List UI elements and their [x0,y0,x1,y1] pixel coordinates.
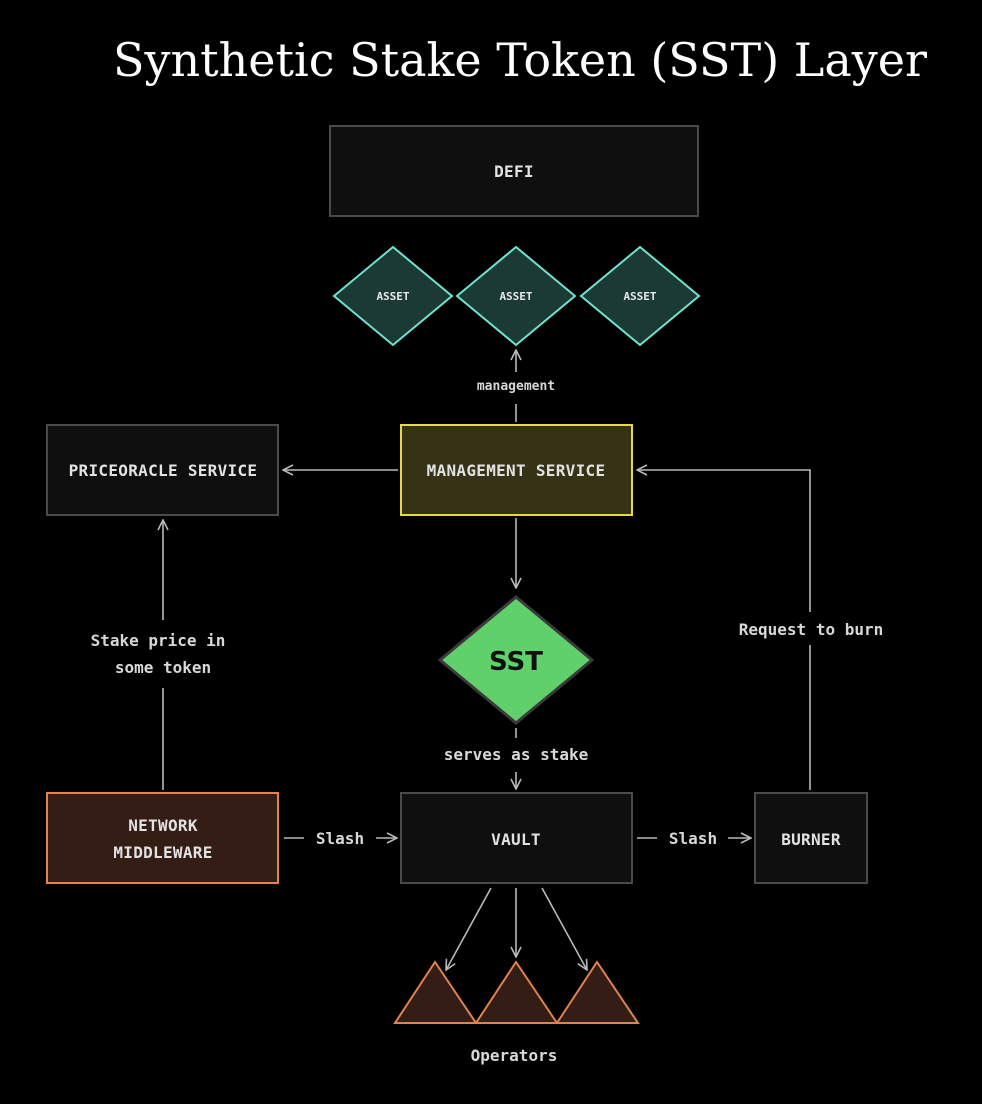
asset-diamond-3 [579,245,701,347]
operators-label: Operators [471,1046,558,1065]
asset-label-1: ASSET [376,290,409,303]
priceoracle-service-node: PRICEORACLE SERVICE [46,424,279,516]
request-to-burn-label: Request to burn [739,620,884,639]
sst-label: SST [489,647,543,677]
defi-node: DEFI [329,125,699,217]
burner-box [754,792,868,884]
priceoracle-service-box [46,424,279,516]
slash-label-1: Slash [316,829,364,848]
asset-label-3: ASSET [623,290,656,303]
vault-node: VAULT [400,792,633,884]
sst-diamond [437,595,595,725]
operator-triangle-1 [393,960,478,1024]
asset-diamond-1 [332,245,454,347]
burner-label: BURNER [781,830,841,849]
vault-label: VAULT [491,830,541,849]
network-middleware-node: NETWORK MIDDLEWARE [46,792,279,884]
serves-as-stake-label: serves as stake [444,745,589,764]
defi-box [329,125,699,217]
asset-node-1: ASSET [332,245,454,347]
burner-node: BURNER [754,792,868,884]
network-middleware-box [46,792,279,884]
stake-price-label-line1: Stake price in [91,631,226,650]
priceoracle-service-label: PRICEORACLE SERVICE [69,461,258,480]
network-middleware-label-line2: MIDDLEWARE [113,843,212,862]
management-edge-label: management [477,379,555,394]
asset-label-2: ASSET [499,290,532,303]
vault-to-operator-1-edge [446,887,492,970]
vault-to-operator-3-edge [541,887,587,970]
management-service-box [400,424,633,516]
management-service-node: MANAGEMENT SERVICE [400,424,633,516]
management-service-label: MANAGEMENT SERVICE [427,461,606,480]
slash-label-2: Slash [669,829,717,848]
stake-price-label-line2: some token [115,658,211,677]
network-middleware-label-line1: NETWORK [128,816,198,835]
asset-node-3: ASSET [579,245,701,347]
diagram-title: Synthetic Stake Token (SST) Layer [113,33,927,87]
vault-box [400,792,633,884]
operator-triangle-2 [474,960,559,1024]
asset-diamond-2 [455,245,577,347]
operator-triangle-3 [555,960,640,1024]
burn-request-edge-upper [637,470,811,612]
sst-node: SST [437,595,595,725]
asset-node-2: ASSET [455,245,577,347]
defi-label: DEFI [494,162,534,181]
